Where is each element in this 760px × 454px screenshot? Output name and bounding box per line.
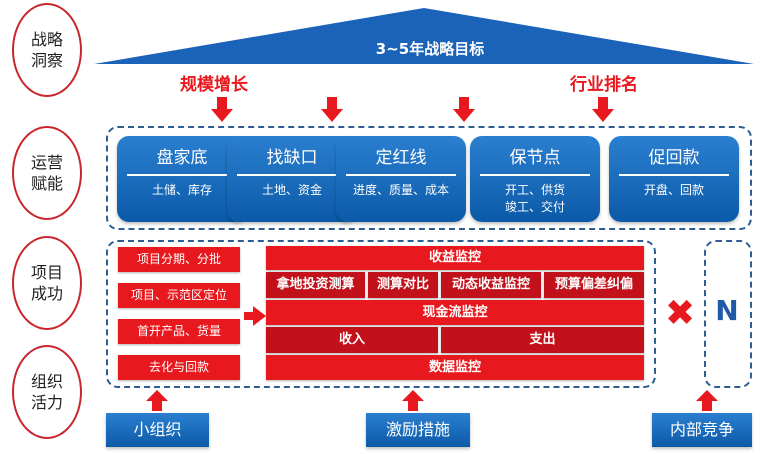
capability-title: 盘家底 [156, 148, 208, 168]
stage-label: 组织活力 [30, 372, 63, 412]
divider [619, 174, 729, 176]
revenue-sub-item: 动态收益监控 [441, 272, 541, 298]
up-arrow-icon [146, 390, 168, 412]
revenue-sub-item: 测算对比 [368, 272, 438, 298]
revenue-sub-item: 预算偏差纠偏 [544, 272, 644, 298]
revenue-sub-item: 拿地投资测算 [266, 272, 365, 298]
stage-label: 项目成功 [30, 263, 63, 303]
down-arrow-icon [211, 97, 233, 123]
down-arrow-icon [453, 97, 475, 123]
capability-detail: 进度、质量、成本 [352, 183, 449, 197]
project-item: 去化与回款 [118, 355, 240, 380]
capability-card-redlines: 定红线 进度、质量、成本 [336, 136, 466, 222]
incentive-measures-box: 激励措施 [366, 413, 470, 447]
down-arrow-icon [321, 97, 343, 123]
capability-title: 找缺口 [266, 148, 318, 168]
roof-title: 3~5年战略目标 [375, 40, 485, 58]
capability-detail: 土地、资金 [261, 183, 322, 197]
data-monitoring: 数据监控 [266, 355, 644, 380]
small-organization-box: 小组织 [106, 413, 209, 447]
divider [480, 174, 590, 176]
capability-title: 保节点 [509, 148, 561, 168]
capability-detail: 开工、供货 竣工、交付 [504, 183, 565, 214]
stage-label: 运营赋能 [30, 153, 63, 193]
cashflow-income: 收入 [266, 327, 438, 353]
capability-card-gaps: 找缺口 土地、资金 [227, 136, 357, 222]
project-item: 首开产品、货量 [118, 319, 240, 344]
capability-detail: 土储、库存 [151, 183, 212, 197]
divider [346, 174, 456, 176]
n-container [704, 240, 752, 388]
cashflow-expense: 支出 [441, 327, 644, 353]
divider [127, 174, 237, 176]
stage-oval-project: 项目成功 [12, 236, 82, 330]
stage-oval-strategy: 战略洞察 [12, 3, 82, 97]
stage-label: 战略洞察 [30, 30, 63, 70]
divider [237, 174, 347, 176]
x-mark-icon: ✖ [665, 293, 696, 334]
strategy-roof [94, 8, 754, 64]
down-arrow-icon [592, 97, 614, 123]
project-container [106, 240, 656, 388]
up-arrow-icon [402, 390, 424, 412]
goal-industry-rank: 行业排名 [570, 75, 638, 95]
cashflow-monitoring: 现金流监控 [266, 300, 644, 325]
capability-card-collection: 促回款 开盘、回款 [609, 136, 739, 222]
capability-title: 促回款 [648, 148, 700, 168]
stage-oval-operations: 运营赋能 [12, 126, 82, 220]
project-item: 项目分期、分批 [118, 247, 240, 272]
stage-oval-organization: 组织活力 [12, 345, 82, 439]
goal-scale-growth: 规模增长 [180, 75, 248, 95]
capability-title: 定红线 [375, 148, 427, 168]
up-arrow-icon [696, 390, 718, 412]
capability-card-inventory: 盘家底 土储、库存 [117, 136, 247, 222]
n-label: N [715, 294, 739, 327]
capability-detail: 开盘、回款 [643, 183, 704, 197]
internal-competition-box: 内部竞争 [652, 413, 752, 447]
capability-card-milestones: 保节点 开工、供货 竣工、交付 [470, 136, 600, 222]
project-item: 项目、示范区定位 [118, 283, 240, 308]
right-arrow-icon [244, 306, 266, 326]
revenue-monitoring: 收益监控 [266, 246, 644, 270]
operations-container [106, 126, 752, 230]
